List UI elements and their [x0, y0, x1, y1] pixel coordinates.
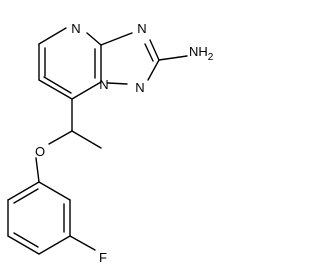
- bond-c2-n3: [147, 59, 160, 81]
- bond-n5-c4a: [86, 32, 102, 46]
- bond-c4a-n1: [100, 32, 133, 46]
- atom-n-bridge: N: [99, 77, 108, 92]
- bond-ph6-ph1-double: [13, 188, 39, 204]
- atom-fluorine: F: [99, 250, 107, 265]
- bond-n1-c2: [149, 39, 160, 61]
- atom-oxygen: O: [35, 144, 45, 159]
- bond-c2-nh2: [158, 55, 188, 61]
- bonds: [7, 27, 188, 255]
- bond-ph1-ph2: [38, 181, 71, 201]
- bond-o-ph: [35, 157, 40, 183]
- atom-amine: NH2: [189, 44, 214, 63]
- atom-labels: N N N N NH2 O F: [35, 21, 214, 265]
- amine-nh: NH: [189, 44, 208, 59]
- bond-ph3-f: [69, 235, 96, 251]
- bond-ph4-ph5-double: [13, 232, 39, 248]
- bond-c6-n5: [38, 27, 67, 45]
- bond-ch-o: [48, 130, 73, 145]
- bond-n3-n-bridge: [107, 82, 128, 85]
- bond-c7-c8: [38, 79, 73, 100]
- atom-n5: N: [71, 21, 80, 36]
- bond-ph6-ph1: [7, 181, 40, 201]
- bond-c7-c8-double: [43, 76, 72, 94]
- bond-ch-ch3: [71, 130, 102, 149]
- chemical-structure: N N N N NH2 O F: [7, 21, 214, 265]
- amine-subscript: 2: [208, 52, 214, 63]
- bond-n1-c2-double: [144, 43, 154, 62]
- atom-n3: N: [135, 80, 144, 95]
- atom-n1: N: [137, 21, 146, 36]
- bond-ph3-ph4: [38, 235, 71, 255]
- bond-n-bridge-c7: [71, 81, 102, 100]
- bond-ph4-ph5: [7, 235, 40, 255]
